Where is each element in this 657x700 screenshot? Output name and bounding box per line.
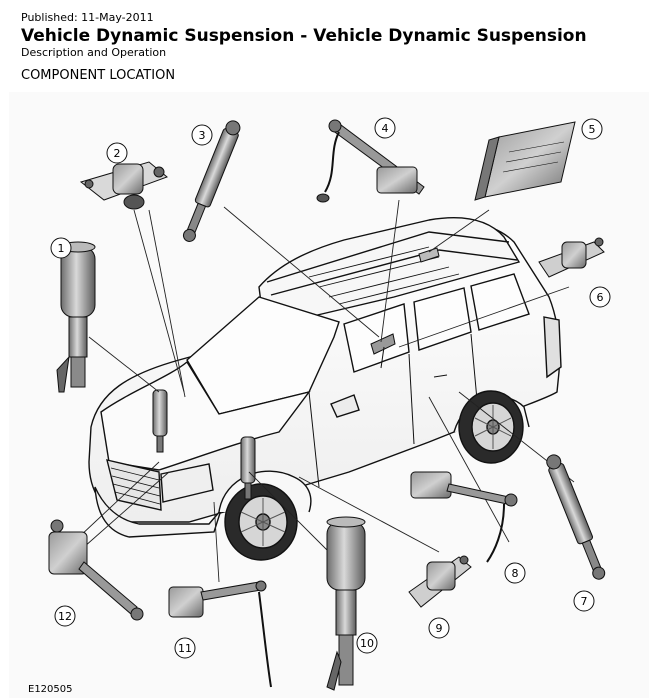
component-5-module xyxy=(474,121,576,201)
section-heading: COMPONENT LOCATION xyxy=(21,68,176,83)
callout-circle xyxy=(174,637,196,659)
callout-4: 4 xyxy=(374,117,396,139)
callout-circle xyxy=(581,118,603,140)
component-12-height-sensor xyxy=(48,519,144,621)
callout-9: 9 xyxy=(428,617,450,639)
leader-lines xyxy=(78,199,575,583)
callout-number: 10 xyxy=(360,637,374,650)
vehicle-body xyxy=(88,217,562,561)
callout-number: 9 xyxy=(436,622,443,635)
figure-id: E120505 xyxy=(28,684,73,695)
callout-number: 1 xyxy=(58,242,65,255)
callout-7: 7 xyxy=(573,590,595,612)
callout-circle xyxy=(50,237,72,259)
callout-circle xyxy=(191,124,213,146)
callout-6: 6 xyxy=(589,286,611,308)
component-9-accelerometer xyxy=(408,555,472,608)
callout-circle xyxy=(106,142,128,164)
callout-5: 5 xyxy=(581,118,603,140)
callout-number: 6 xyxy=(597,291,604,304)
callout-2: 2 xyxy=(106,142,128,164)
published-date: Published: 11-May-2011 xyxy=(21,11,154,24)
callout-circle xyxy=(504,562,526,584)
component-6-accelerometer xyxy=(538,237,605,278)
component-1-air-spring xyxy=(56,241,96,393)
in-vehicle-rear-sensor xyxy=(370,333,396,369)
callout-number: 4 xyxy=(382,122,389,135)
callout-circle xyxy=(54,605,76,627)
callout-circle xyxy=(374,117,396,139)
page-title: Vehicle Dynamic Suspension - Vehicle Dyn… xyxy=(21,26,587,46)
callout-1: 1 xyxy=(50,237,72,259)
callout-3: 3 xyxy=(191,124,213,146)
callout-10: 10 xyxy=(356,632,378,654)
callout-circle xyxy=(573,590,595,612)
component-8-height-sensor xyxy=(410,471,518,563)
callout-12: 12 xyxy=(54,605,76,627)
component-3-damper xyxy=(182,120,241,242)
callout-11: 11 xyxy=(174,637,196,659)
in-vehicle-control-module xyxy=(418,247,440,263)
callout-circle xyxy=(589,286,611,308)
component-4-height-sensor xyxy=(316,119,425,203)
callout-number: 8 xyxy=(512,567,519,580)
callout-circle xyxy=(428,617,450,639)
in-vehicle-front-strut xyxy=(152,389,168,453)
callout-number: 3 xyxy=(199,129,206,142)
component-11-height-sensor xyxy=(168,580,272,688)
page-subtitle: Description and Operation xyxy=(21,46,167,59)
callout-number: 11 xyxy=(178,642,192,655)
callout-number: 12 xyxy=(58,610,72,623)
callout-number: 7 xyxy=(581,595,588,608)
document-header: Published: 11-May-2011 Vehicle Dynamic S… xyxy=(21,11,641,60)
callout-8: 8 xyxy=(504,562,526,584)
callout-number: 5 xyxy=(589,123,596,136)
in-vehicle-front-strut-2 xyxy=(240,436,256,500)
component-10-air-spring xyxy=(326,516,366,691)
callout-number: 2 xyxy=(114,147,121,160)
component-7-damper xyxy=(546,454,606,580)
callout-circle xyxy=(356,632,378,654)
component-2-bracket xyxy=(79,161,168,210)
